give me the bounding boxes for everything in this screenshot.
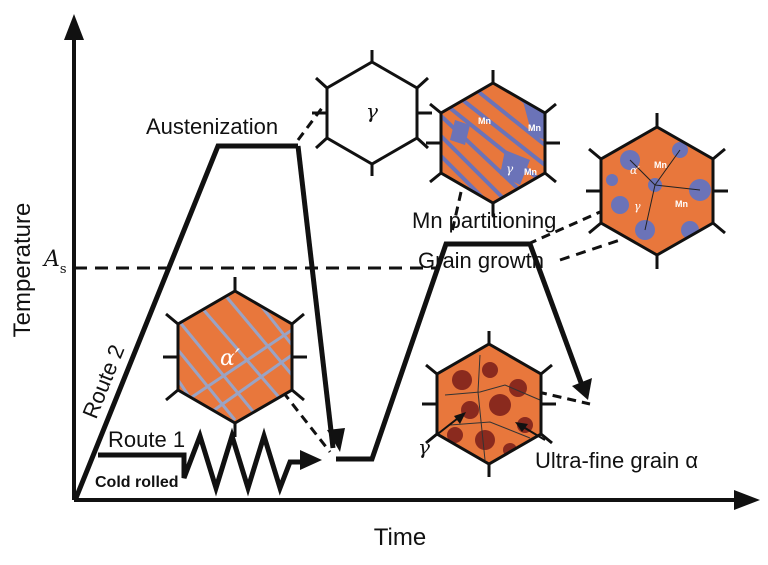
as-line-extension: [559, 238, 621, 262]
alpha-prime-symbol: α′: [220, 346, 240, 371]
mn-partitioning-label: Mn partitioning: [412, 208, 556, 233]
austenization-label: Austenization: [146, 114, 278, 139]
gamma-hexagon: γ: [312, 50, 432, 176]
grain-growth-label: Grain growth: [418, 248, 544, 273]
cooling-arrow-icon: [327, 428, 345, 452]
ultra-fine-label: Ultra-fine grain α: [535, 448, 698, 473]
gamma-symbol: γ: [366, 99, 378, 123]
cold-rolled-label: Cold rolled: [95, 474, 179, 491]
mn-label-2: Mn: [528, 123, 541, 133]
x-axis-label: Time: [374, 524, 426, 551]
alpha-pointer-arrow-icon: [515, 422, 528, 432]
gamma-symbol-small: γ: [506, 162, 514, 176]
mn-label-5: Mn: [675, 199, 688, 209]
mn-lamellar-hexagon: Mn Mn Mn γ: [426, 70, 560, 216]
axes: [64, 14, 760, 510]
mn-label-1: Mn: [478, 116, 491, 126]
gamma-symbol-small-2: γ: [634, 200, 641, 213]
mn-islands-hexagon: Mn Mn α′ γ: [586, 113, 728, 269]
mn-label-4: Mn: [654, 160, 667, 170]
y-axis-arrow-icon: [64, 14, 84, 40]
alpha-prime-small: α′: [630, 164, 640, 177]
alpha-prime-hexagon: α′: [163, 277, 307, 437]
mn-label-3: Mn: [524, 167, 537, 177]
gamma-pointer-arrow-icon: [454, 412, 466, 424]
as-label: As: [42, 247, 67, 277]
route2-path: [73, 143, 592, 499]
route1-path: [98, 427, 322, 497]
route1-label: Route 1: [108, 427, 185, 452]
x-axis-arrow-icon: [734, 490, 760, 510]
final-arrow-icon: [572, 378, 592, 400]
y-axis-label: Temperature: [9, 203, 36, 338]
gamma-symbol-uf: γ: [418, 435, 430, 459]
route1-arrow-icon: [300, 450, 322, 470]
